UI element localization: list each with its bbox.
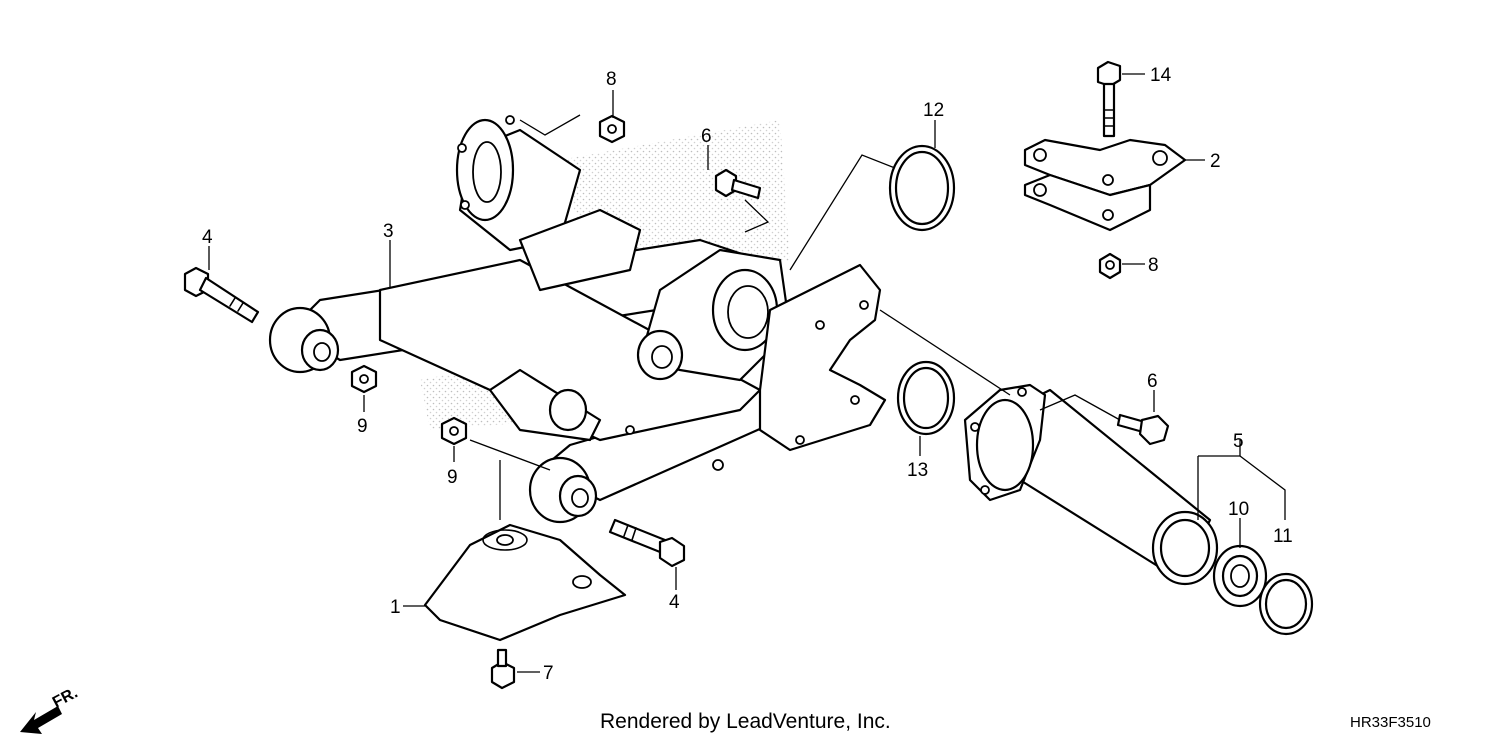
callout-4-bottom: 4 — [669, 592, 680, 613]
callout-6-right: 6 — [1147, 371, 1158, 392]
callout-6-top: 6 — [701, 126, 712, 147]
nut-8-top[interactable] — [598, 114, 626, 144]
o-ring-13[interactable] — [896, 360, 956, 436]
axle-housing[interactable] — [963, 383, 1219, 586]
callout-8-top: 8 — [606, 69, 617, 90]
nut-9-bottom[interactable] — [440, 416, 468, 446]
nut-9-left[interactable] — [350, 364, 378, 394]
bolt-14[interactable] — [1096, 60, 1122, 138]
callout-2: 2 — [1210, 151, 1221, 172]
callout-7: 7 — [543, 663, 554, 684]
bolt-4-left[interactable] — [183, 266, 260, 324]
callout-11: 11 — [1273, 526, 1293, 547]
front-direction-label: FR. — [50, 684, 81, 711]
callout-9-bottom: 9 — [447, 467, 458, 488]
leader-lines — [208, 73, 1286, 673]
bolt-6-right[interactable] — [1116, 413, 1170, 446]
callout-3: 3 — [383, 221, 394, 242]
callout-14: 14 — [1150, 65, 1172, 86]
o-ring-12[interactable] — [888, 144, 956, 232]
credit-text: Rendered by LeadVenture, Inc. — [600, 710, 891, 733]
diagram-code: HR33F3510 — [1350, 714, 1431, 731]
oil-seal-11[interactable] — [1258, 572, 1314, 636]
front-direction-arrow-icon: FR. — [20, 684, 81, 734]
callout-1: 1 — [390, 597, 401, 618]
callout-10: 10 — [1228, 499, 1249, 520]
bearing-10[interactable] — [1212, 544, 1268, 608]
callout-9-left: 9 — [357, 416, 368, 437]
callout-5: 5 — [1233, 431, 1244, 452]
bolt-6-top[interactable] — [714, 168, 762, 200]
bolt-4-bottom[interactable] — [608, 518, 686, 568]
callout-12: 12 — [923, 100, 944, 121]
callout-8-right: 8 — [1148, 255, 1159, 276]
callout-4-left: 4 — [202, 227, 213, 248]
nut-8-right[interactable] — [1098, 252, 1122, 280]
mount-bracket[interactable] — [1023, 138, 1187, 232]
callout-13: 13 — [907, 460, 928, 481]
skid-plate[interactable] — [423, 523, 627, 642]
swingarm[interactable] — [268, 115, 887, 524]
bolt-7[interactable] — [490, 648, 516, 690]
